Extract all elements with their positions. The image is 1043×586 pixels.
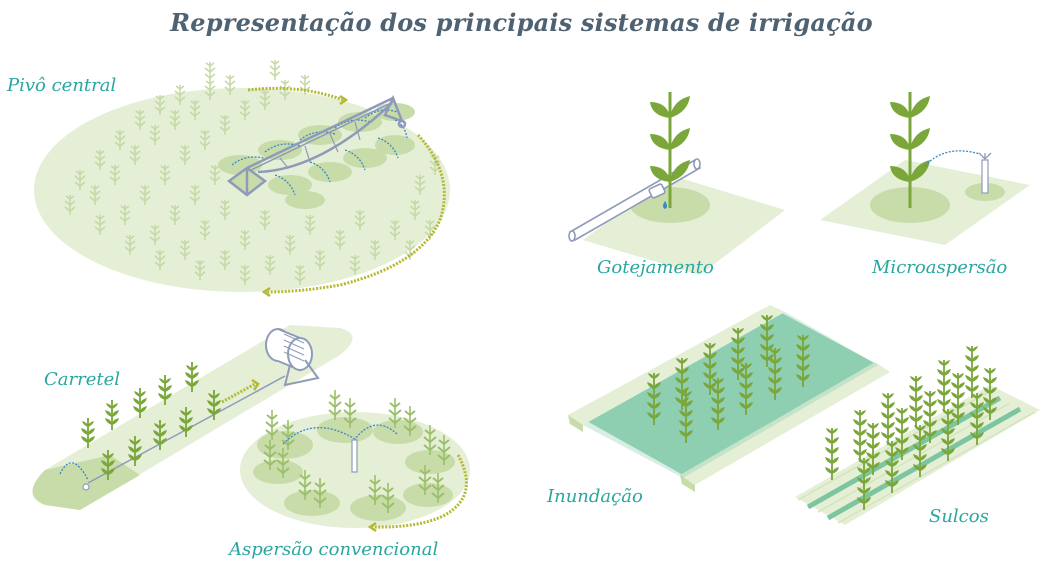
micro-sprinkler-post — [981, 159, 989, 194]
label-sulcos: Sulcos — [929, 506, 989, 527]
reel-direction-arrow-icon — [221, 382, 256, 404]
label-microaspersao: Microaspersão — [872, 257, 1008, 278]
diagram-title: Representação dos principais sistemas de… — [170, 8, 873, 37]
furrow-irrigation-illustration — [795, 345, 1040, 525]
label-aspersao-convencional: Aspersão convencional — [229, 539, 439, 560]
conventional-sprinkler-illustration — [240, 389, 470, 533]
micro-sprinkler-illustration — [820, 92, 1030, 245]
micro-spray-arc — [924, 150, 981, 167]
label-inundacao: Inundação — [547, 486, 643, 507]
reel-spray-arc — [59, 462, 89, 481]
drip-irrigation-illustration — [568, 92, 785, 275]
reel-sprinkler-icon — [82, 483, 90, 491]
rotation-arrow-icon — [247, 86, 446, 294]
pivot-structure — [226, 94, 407, 197]
label-pivo-central: Pivô central — [7, 75, 117, 96]
flood-irrigation-illustration — [568, 305, 890, 492]
water-drop-icon — [663, 201, 667, 209]
reel-drum — [265, 328, 320, 387]
center-pivot-illustration — [34, 59, 450, 298]
label-carretel: Carretel — [44, 369, 121, 390]
label-gotejamento: Gotejamento — [597, 257, 714, 278]
sprinkler-head-icon — [978, 152, 992, 160]
micro-plant — [890, 92, 930, 208]
irrigated-patches — [218, 103, 415, 209]
rotation-arrow-icon — [371, 454, 468, 529]
hose-reel-illustration — [32, 325, 353, 510]
drip-plant — [650, 92, 690, 208]
sprinkler-post — [351, 439, 358, 473]
conventional-spray-arc — [282, 424, 398, 445]
